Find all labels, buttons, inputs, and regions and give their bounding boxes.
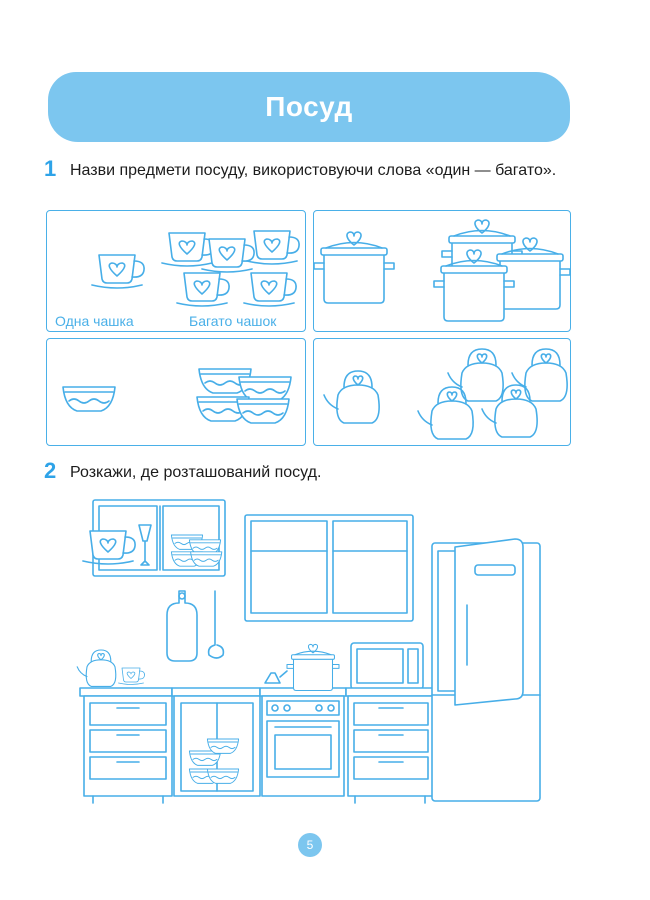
panel-cups: Одна чашка Багато чашок [46,210,306,332]
page-title: Посуд [265,91,353,122]
cutting-board [166,590,225,662]
counter-right [345,687,437,804]
microwave [350,642,424,690]
kitchen-illustration [76,499,541,804]
stove [259,643,347,797]
glass-cabinet [171,687,261,797]
kettles-illustration [323,348,568,440]
panel-kettles [313,338,571,446]
panel-pots [313,210,571,332]
counter-left [76,649,173,804]
task-number: 2 [44,458,57,483]
refrigerator [431,538,541,802]
pots-illustration [314,219,571,322]
task-instruction: Назви предмети посуду, використовуючи сл… [70,162,557,179]
task-number: 1 [44,156,57,181]
label-many-cups: Багато чашок [189,313,277,329]
wall-shelf [82,499,226,577]
wall-cabinet [244,514,414,622]
task-instruction: Розкажи, де розташований посуд. [70,464,322,481]
title-banner: Посуд [48,72,570,142]
bowls-illustration [62,368,292,424]
label-one-cup: Одна чашка [55,313,134,329]
panel-bowls [46,338,306,446]
page-number: 5 [298,833,322,857]
